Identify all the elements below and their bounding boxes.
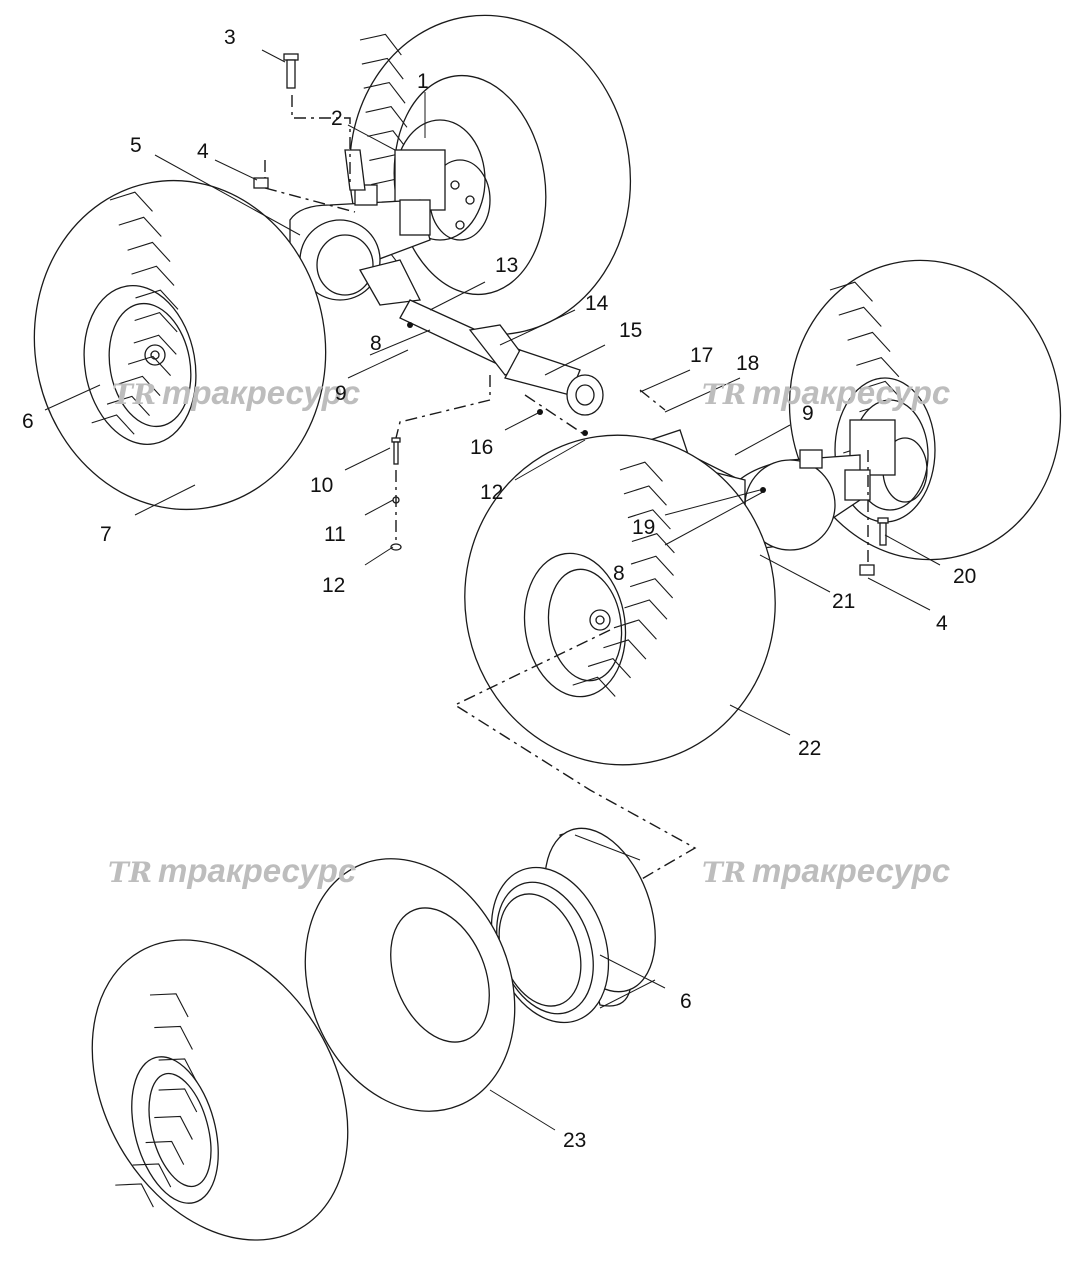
svg-text:тракресурс: тракресурс bbox=[752, 374, 950, 411]
wheel-front-left bbox=[33, 179, 327, 511]
watermark-4: TR тракресурс bbox=[702, 852, 950, 889]
callout-9-right: 9 bbox=[802, 402, 814, 425]
callout-6-bottom: 6 bbox=[680, 990, 692, 1013]
svg-text:TR: TR bbox=[108, 856, 152, 889]
grease-fitting-19 bbox=[760, 487, 766, 493]
watermark-2: TR тракресурс bbox=[702, 374, 950, 411]
callout-14: 14 bbox=[585, 292, 609, 315]
wheel-hub-rear-right bbox=[849, 399, 929, 511]
callout-4-right: 4 bbox=[936, 612, 948, 635]
svg-text:TR: TR bbox=[112, 378, 156, 411]
grease-fitting-12 bbox=[582, 430, 588, 436]
tire bbox=[91, 939, 349, 1241]
nut-4-top bbox=[253, 177, 269, 189]
callout-20: 20 bbox=[953, 565, 976, 588]
callout-7: 7 bbox=[100, 523, 112, 546]
callout-21: 21 bbox=[832, 590, 855, 613]
nut-4-right bbox=[859, 564, 875, 576]
svg-text:тракресурс: тракресурс bbox=[158, 852, 356, 889]
callout-3: 3 bbox=[224, 26, 236, 49]
callout-17: 17 bbox=[690, 344, 713, 367]
svg-text:TR: TR bbox=[702, 378, 746, 411]
callout-1: 1 bbox=[417, 70, 429, 93]
svg-text:TR: TR bbox=[702, 856, 746, 889]
callout-11-label: 11 bbox=[324, 523, 346, 546]
svg-text:тракресурс: тракресурс bbox=[162, 374, 360, 411]
front-axle-housing bbox=[289, 149, 431, 301]
callout-6-left: 6 bbox=[22, 410, 34, 433]
grease-fitting-8 bbox=[407, 322, 413, 328]
callout-18: 18 bbox=[736, 352, 759, 375]
svg-text:тракресурс: тракресурс bbox=[752, 852, 950, 889]
callout-8-right: 8 bbox=[613, 562, 625, 585]
inner-tube-23 bbox=[304, 858, 516, 1112]
callout-8-left: 8 bbox=[370, 332, 382, 355]
callout-23: 23 bbox=[563, 1129, 586, 1152]
bolt-20 bbox=[877, 517, 889, 546]
bolt-3 bbox=[283, 53, 299, 89]
nut-12-left bbox=[390, 543, 402, 551]
callout-12-mid: 12 bbox=[480, 481, 503, 504]
callout-10: 10 bbox=[310, 474, 333, 497]
callout-22: 22 bbox=[798, 737, 821, 760]
watermark-1: TR тракресурс bbox=[112, 374, 360, 411]
callout-2: 2 bbox=[331, 107, 343, 130]
callout-12-bottom-label: 12 bbox=[322, 574, 345, 597]
leader-lines bbox=[44, 49, 941, 1131]
callout-16: 16 bbox=[470, 436, 493, 459]
callout-19: 19 bbox=[632, 516, 655, 539]
drive-shaft-front bbox=[359, 259, 604, 416]
callout-13: 13 bbox=[495, 254, 518, 277]
callout-9-left: 9 bbox=[335, 382, 347, 405]
wheel-front-right bbox=[464, 434, 776, 766]
callout-5: 5 bbox=[130, 134, 142, 157]
callout-15: 15 bbox=[619, 319, 642, 342]
callout-labels: 3 1 2 5 4 13 14 15 8 17 18 9 6 9 16 10 1… bbox=[22, 26, 976, 1152]
bolt-10 bbox=[391, 437, 401, 465]
watermark-3: TR тракресурс bbox=[108, 852, 356, 889]
callout-4-top: 4 bbox=[197, 140, 209, 163]
